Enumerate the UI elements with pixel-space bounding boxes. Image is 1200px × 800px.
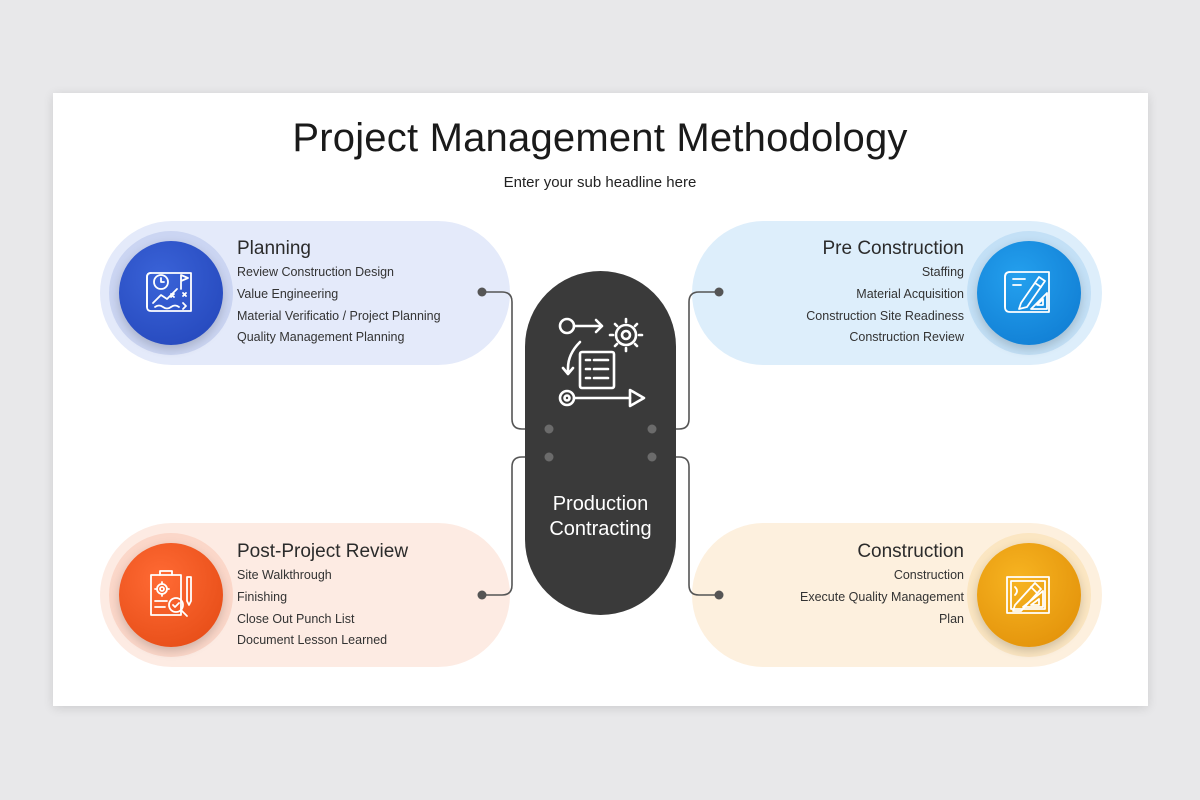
construction-icon-circle <box>977 543 1081 647</box>
list-item: Execute Quality Management <box>800 589 964 604</box>
post-project-heading: Post-Project Review <box>237 541 409 562</box>
center-label-line1: Production <box>552 493 649 515</box>
list-item: Staffing <box>921 265 964 279</box>
connector-dot <box>477 590 487 600</box>
post-project-items: Site Walkthrough Finishing Close Out Pun… <box>237 565 387 652</box>
blueprint-pencil-icon <box>1004 271 1050 313</box>
post-project-icon-circle <box>119 543 223 647</box>
list-item: Material Acquisition <box>856 286 964 301</box>
list-item: Plan <box>938 611 964 626</box>
post-project-connector <box>482 456 549 596</box>
list-item: Quality Management Planning <box>237 330 405 345</box>
list-item: Construction Site Readiness <box>806 308 964 323</box>
drafting-tools-icon <box>1006 576 1050 614</box>
pre-construction-heading: Pre Construction <box>822 238 964 259</box>
list-item: Construction <box>893 568 964 582</box>
connector-dot <box>477 287 487 297</box>
workflow-process-icon <box>558 317 646 408</box>
connector-dot <box>714 590 724 600</box>
list-item: Close Out Punch List <box>237 611 355 626</box>
clipboard-review-icon <box>150 570 192 617</box>
pre-construction-connector <box>652 291 719 430</box>
planning-chart-icon <box>146 272 192 312</box>
pre-construction-items: Staffing Material Acquisition Constructi… <box>806 262 964 349</box>
pre-construction-icon-circle <box>977 241 1081 345</box>
center-label: Production Contracting <box>525 492 676 542</box>
planning-connector <box>482 291 549 430</box>
planning-items: Review Construction Design Value Enginee… <box>237 262 441 349</box>
list-item: Site Walkthrough <box>237 568 332 582</box>
list-item: Value Engineering <box>237 286 339 301</box>
center-label-line2: Contracting <box>549 518 652 540</box>
list-item: Finishing <box>237 589 288 604</box>
list-item: Material Verificatio / Project Planning <box>237 308 441 323</box>
page-title: Project Management Methodology <box>292 116 908 160</box>
planning-icon-circle <box>119 241 223 345</box>
connector-dot <box>714 287 724 297</box>
planning-heading: Planning <box>237 238 311 259</box>
construction-connector <box>652 456 719 596</box>
list-item: Construction Review <box>849 330 964 345</box>
list-item: Document Lesson Learned <box>237 633 388 648</box>
list-item: Review Construction Design <box>237 265 395 279</box>
page-subtitle: Enter your sub headline here <box>503 174 697 191</box>
construction-items: Construction Execute Quality Management … <box>800 565 964 630</box>
construction-heading: Construction <box>857 541 964 562</box>
